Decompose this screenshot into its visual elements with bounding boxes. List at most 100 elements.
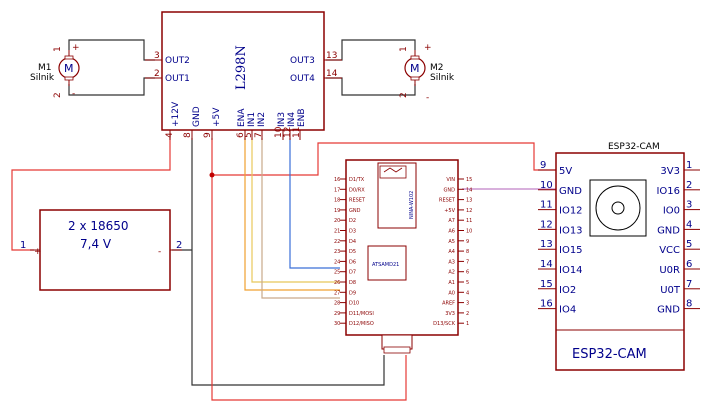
- l298n-pin-num-10: 10: [274, 126, 284, 138]
- l298n-pin-enb: ENB: [297, 108, 307, 127]
- l298n-pin-num-5: 5: [244, 132, 254, 138]
- l298n-pin-num-14: 14: [326, 69, 338, 79]
- arduino-pin-name: A1: [448, 280, 455, 286]
- arduino-pin-name: VIN: [446, 177, 455, 183]
- esp32-pin-num: 16: [540, 299, 553, 310]
- esp32-pin-name: VCC: [659, 245, 680, 256]
- wire-ena: [244, 138, 340, 291]
- arduino-pin-num: 27: [334, 290, 340, 296]
- arduino-pin-num: 5: [466, 280, 469, 286]
- l298n-pin-in3: IN3: [277, 112, 287, 127]
- l298n-title: L298N: [234, 45, 249, 90]
- esp32-pin-num: 5: [686, 239, 692, 250]
- l298n-pin-out1: OUT1: [165, 74, 190, 84]
- l298n-bottom-pins: 4 +12V 8 GND 9 +5V 6 ENA 5 IN1 7 IN2 10 …: [165, 101, 307, 140]
- esp32-pin-num: 1: [686, 160, 692, 171]
- l298n-pin-num-11: 11: [292, 127, 302, 138]
- esp32-pin-name: GND: [559, 186, 582, 197]
- motor-m2-minus: -: [426, 93, 429, 103]
- esp32-pin-num: 9: [540, 160, 546, 171]
- nina-label: NINA-W102: [409, 191, 415, 219]
- esp32-pin-name: IO4: [559, 305, 576, 316]
- esp32-pin-num: 14: [540, 259, 553, 270]
- arduino-pin-name: A6: [448, 229, 455, 235]
- arduino-pin-num: 13: [466, 198, 472, 204]
- esp32-pin-name: IO13: [559, 225, 583, 236]
- wire-in2: [261, 138, 340, 299]
- arduino-right-pins: 15VIN14GND13RESET12+5V11A710A69A58A47A36…: [433, 177, 472, 327]
- battery-line1: 2 x 18650: [68, 219, 129, 233]
- arduino-pin-name: +5V: [444, 208, 455, 214]
- esp32-pin-name: IO2: [559, 285, 576, 296]
- motor-m2[interactable]: M M2 Silnik 1 2 + -: [399, 43, 455, 103]
- arduino-pin-num: 2: [466, 311, 469, 317]
- l298n-pin-out4: OUT4: [290, 74, 315, 84]
- esp32-pin-name: IO14: [559, 265, 583, 276]
- wire-5v-to-esp32: [212, 142, 556, 176]
- esp32-footer: ESP32-CAM: [572, 347, 647, 362]
- esp32-pin-name: IO12: [559, 206, 583, 217]
- motor-m2-pin1: 1: [399, 46, 409, 52]
- motor-m1-minus: -: [72, 89, 75, 99]
- esp32-pin-name: 5V: [559, 166, 572, 177]
- esp32-pin-name: U0T: [660, 285, 681, 296]
- arduino-pin-name: D9: [349, 290, 356, 296]
- motor-m1-pin1: 1: [53, 46, 63, 52]
- mcu-label: ATSAMD21: [372, 262, 399, 268]
- l298n-pin-num-13: 13: [326, 51, 337, 61]
- arduino-pin-name: A4: [448, 249, 455, 255]
- arduino-pin-num: 7: [466, 259, 469, 265]
- battery-pack[interactable]: 2 x 18650 7,4 V 1 + 2 -: [20, 209, 182, 291]
- arduino-pin-name: A7: [448, 218, 455, 224]
- arduino-pin-name: RESET: [439, 198, 456, 204]
- esp32-cam-module[interactable]: ESP32-CAM ESP32-CAM 95V10GND11IO1212IO13…: [538, 142, 700, 371]
- l298n-module[interactable]: L298N 3 OUT2 2 OUT1 OUT3 13 OUT4 14 4 +1…: [145, 11, 342, 140]
- l298n-pin-ena: ENA: [237, 108, 247, 127]
- motor-m2-plus: +: [424, 43, 432, 53]
- l298n-pin-out3: OUT3: [290, 56, 315, 66]
- arduino-pin-num: 10: [466, 229, 472, 235]
- l298n-pin-num-7: 7: [254, 132, 264, 138]
- esp32-pin-num: 13: [540, 239, 553, 250]
- l298n-pin-5v: +5V: [212, 107, 222, 127]
- l298n-pin-num-8: 8: [183, 132, 193, 138]
- nina-antenna: [379, 165, 407, 179]
- motor-m2-ref: M2: [430, 63, 444, 73]
- motor-m1-value: Silnik: [30, 73, 55, 83]
- arduino-pin-num: 20: [334, 218, 340, 224]
- motor-m1[interactable]: M M1 Silnik 1 2 + -: [30, 43, 80, 99]
- arduino-pin-name: D11/MOSI: [349, 311, 374, 317]
- arduino-pin-num: 19: [334, 208, 340, 214]
- arduino-pin-name: 3V3: [445, 311, 455, 317]
- esp32-pin-num: 6: [686, 259, 692, 270]
- l298n-pin-gnd: GND: [192, 106, 202, 127]
- esp32-header: ESP32-CAM: [608, 142, 660, 152]
- arduino-pin-num: 29: [334, 311, 340, 317]
- battery-pin-1: 1: [20, 240, 26, 251]
- arduino-pin-name: GND: [349, 208, 361, 214]
- arduino-pin-num: 25: [334, 270, 340, 276]
- l298n-body: [161, 11, 325, 131]
- arduino-pin-name: D0/RX: [349, 187, 365, 193]
- arduino-pin-num: 18: [334, 198, 340, 204]
- battery-pin-2: 2: [176, 240, 182, 251]
- arduino-pin-num: 17: [334, 187, 340, 193]
- motor-m2-letter: M: [410, 62, 420, 75]
- arduino-pin-name: A0: [448, 290, 455, 296]
- arduino-pin-num: 26: [334, 280, 340, 286]
- l298n-pin-num-6: 6: [236, 132, 246, 138]
- arduino-pin-num: 14: [466, 187, 472, 193]
- arduino-pin-name: D13/SCK: [433, 321, 456, 327]
- esp32-body: [555, 152, 685, 371]
- battery-line2: 7,4 V: [80, 237, 112, 251]
- arduino-pin-name: D4: [349, 239, 356, 245]
- esp32-pin-name: IO0: [663, 206, 680, 217]
- arduino-pin-name: D2: [349, 218, 356, 224]
- arduino-pin-name: RESET: [349, 198, 366, 204]
- arduino-pin-name: D7: [349, 270, 356, 276]
- arduino-pin-num: 22: [334, 239, 340, 245]
- l298n-pin-num-4: 4: [165, 132, 175, 138]
- esp32-pin-num: 2: [686, 180, 692, 191]
